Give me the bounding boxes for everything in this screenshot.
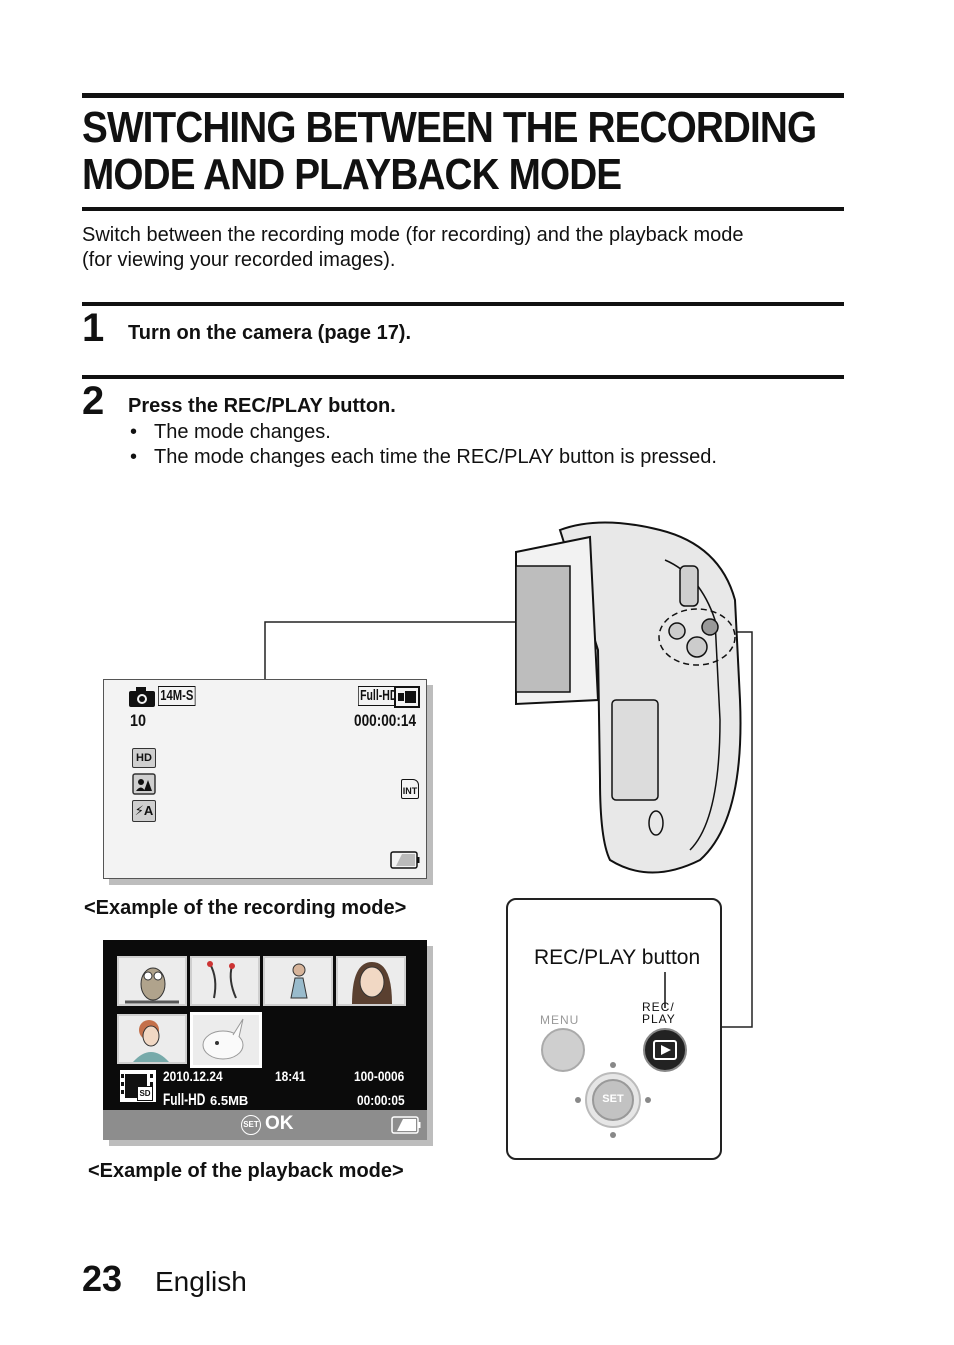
flash-auto-icon: ⚡A xyxy=(132,800,156,822)
internal-memory-icon: INT xyxy=(401,779,419,799)
recording-mode-caption: <Example of the recording mode> xyxy=(84,897,407,919)
hd-icon: HD xyxy=(132,748,156,768)
playback-date: 2010.12.24 xyxy=(163,1068,223,1084)
rec-play-callout-label: REC/PLAY button xyxy=(534,946,701,969)
title-line-2: MODE AND PLAYBACK MODE xyxy=(82,150,622,199)
step-2-rule xyxy=(82,375,844,379)
file-size: 6.5MB xyxy=(210,1093,249,1108)
page-number: 23 xyxy=(82,1258,123,1299)
step-1-title: Turn on the camera (page 17). xyxy=(128,322,412,344)
playback-duration: 00:00:05 xyxy=(357,1092,405,1108)
title-line-1: SWITCHING BETWEEN THE RECORDING xyxy=(82,103,817,152)
set-button[interactable]: SET xyxy=(602,1093,624,1105)
thumbnail-child xyxy=(263,956,333,1006)
playback-mode-caption: <Example of the playback mode> xyxy=(88,1160,404,1182)
thumbnail-owl xyxy=(117,956,187,1006)
playback-status-bar: SET OK xyxy=(103,1110,427,1140)
camera-icon xyxy=(129,687,155,707)
page-title: SWITCHING BETWEEN THE RECORDING MODE AND… xyxy=(82,103,817,199)
rec-play-button-label: REC/ PLAY xyxy=(642,1000,676,1026)
thumbnail-woman xyxy=(336,956,406,1006)
time-remaining: 000:00:14 xyxy=(354,711,417,730)
camcorder-drawing xyxy=(515,521,742,874)
intro-line-2: (for viewing your recorded images). xyxy=(82,249,396,271)
battery-icon xyxy=(391,1116,421,1134)
sd-card-icon: SD xyxy=(137,1086,153,1101)
intro-line-1: Switch between the recording mode (for r… xyxy=(82,224,744,246)
thumbnail-girl xyxy=(117,1014,187,1064)
playback-quality: Full-HD xyxy=(163,1090,206,1109)
rec-play-button[interactable] xyxy=(642,1027,688,1073)
language-label: English xyxy=(155,1266,247,1297)
button-panel-drawing xyxy=(541,972,687,1138)
menu-button-label: MENU xyxy=(540,1013,580,1027)
thumbnail-rabbit-selected[interactable] xyxy=(190,1012,262,1068)
file-number: 100-0006 xyxy=(354,1068,405,1084)
video-mode-icon xyxy=(394,686,420,708)
step-2-title: Press the REC/PLAY button. xyxy=(128,395,396,417)
step-2-number: 2 xyxy=(82,379,105,423)
playback-time: 18:41 xyxy=(275,1068,306,1084)
set-icon: SET xyxy=(241,1115,261,1135)
menu-button[interactable] xyxy=(539,1030,585,1076)
title-top-rule xyxy=(82,93,844,98)
resolution-label: 14M-S xyxy=(158,686,196,706)
recording-mode-screen: 14M-S Full-HD 10 000:00:14 HD ⚡A INT xyxy=(103,679,427,879)
step-2-bullet-1: •The mode changes. xyxy=(130,421,331,443)
ok-label: OK xyxy=(265,1113,294,1134)
button-panel-closeup: REC/PLAY button MENU REC/ PLAY SET xyxy=(506,898,722,1160)
battery-icon xyxy=(390,851,420,869)
playback-mode-screen: SD 2010.12.24 18:41 100-0006 Full-HD 6.5… xyxy=(103,940,427,1140)
thumbnail-birds xyxy=(190,956,260,1006)
title-bottom-rule xyxy=(82,207,844,211)
step-1-rule xyxy=(82,302,844,306)
shots-remaining: 10 xyxy=(130,711,147,730)
step-1-number: 1 xyxy=(82,306,105,350)
step-2-bullet-2: •The mode changes each time the REC/PLAY… xyxy=(130,446,717,468)
scene-icon xyxy=(132,773,156,795)
